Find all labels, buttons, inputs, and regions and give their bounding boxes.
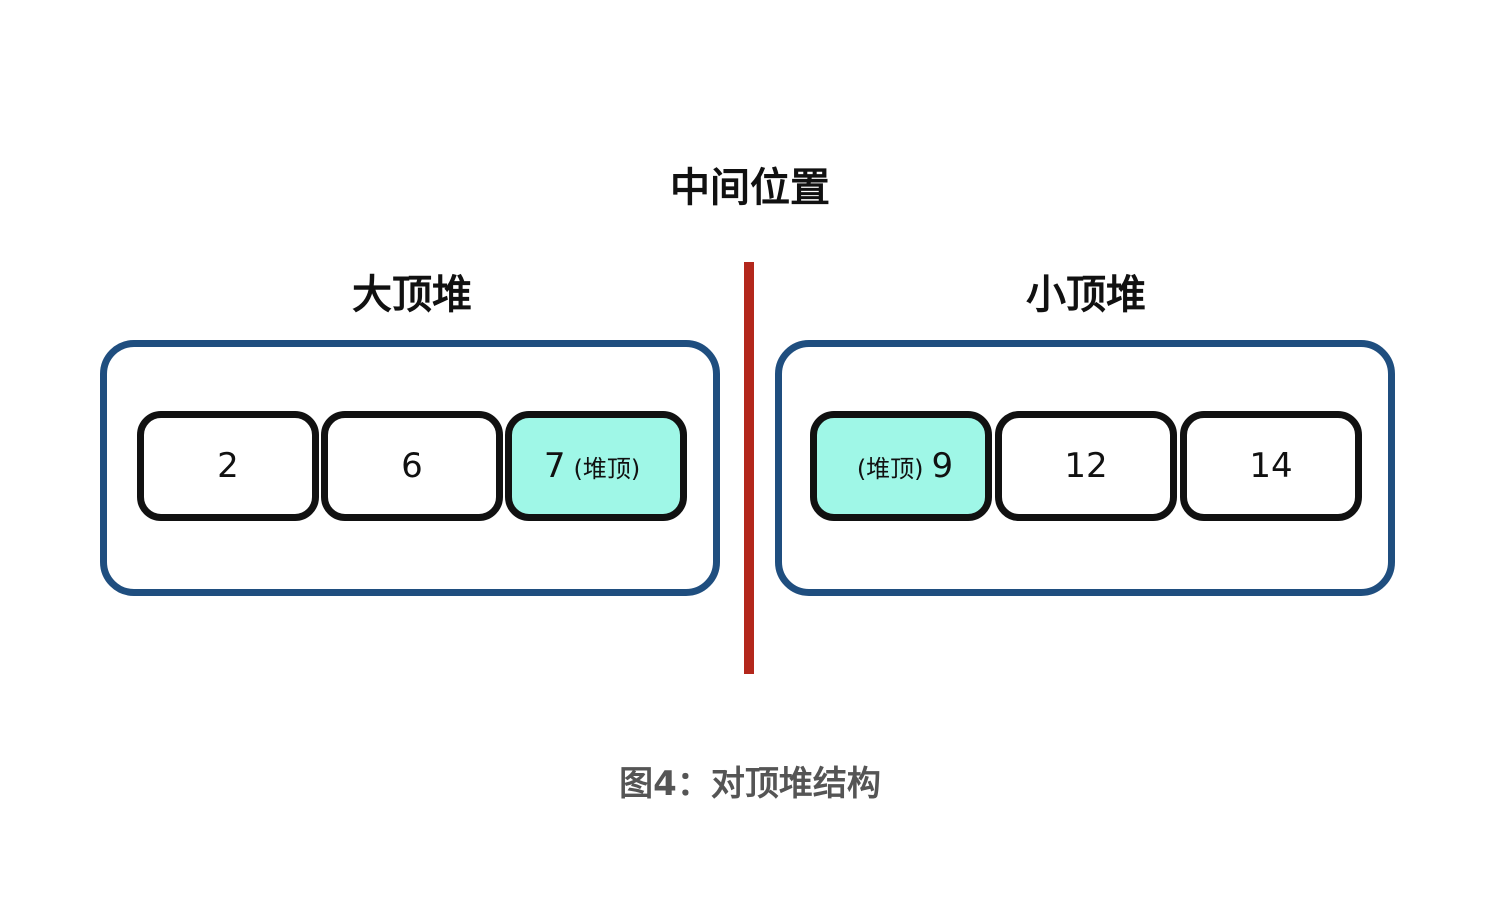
min-heap-group	[775, 340, 1395, 596]
heap-top-note: (堆顶)	[573, 454, 641, 483]
figure-caption: 图4：对顶堆结构	[619, 764, 881, 804]
max-heap-group	[100, 340, 720, 596]
min-heap-top-cell: (堆顶) 9	[810, 411, 992, 521]
cell-value: 12	[1064, 446, 1108, 486]
cell-value: 2	[217, 446, 239, 486]
max-heap-cell: 2	[137, 411, 319, 521]
middle-divider	[744, 262, 754, 674]
max-heap-top-cell: 7 (堆顶)	[505, 411, 687, 521]
heap-top-note: (堆顶)	[856, 454, 924, 483]
max-heap-title: 大顶堆	[352, 272, 472, 318]
cell-value: 6	[401, 446, 423, 486]
cell-value: 14	[1249, 446, 1293, 486]
cell-value: 7	[543, 446, 566, 486]
max-heap-cell: 6	[321, 411, 503, 521]
min-heap-cell: 14	[1180, 411, 1362, 521]
cell-value: 9	[931, 446, 954, 486]
middle-position-title: 中间位置	[670, 165, 830, 211]
min-heap-title: 小顶堆	[1026, 272, 1146, 318]
min-heap-cell: 12	[995, 411, 1177, 521]
